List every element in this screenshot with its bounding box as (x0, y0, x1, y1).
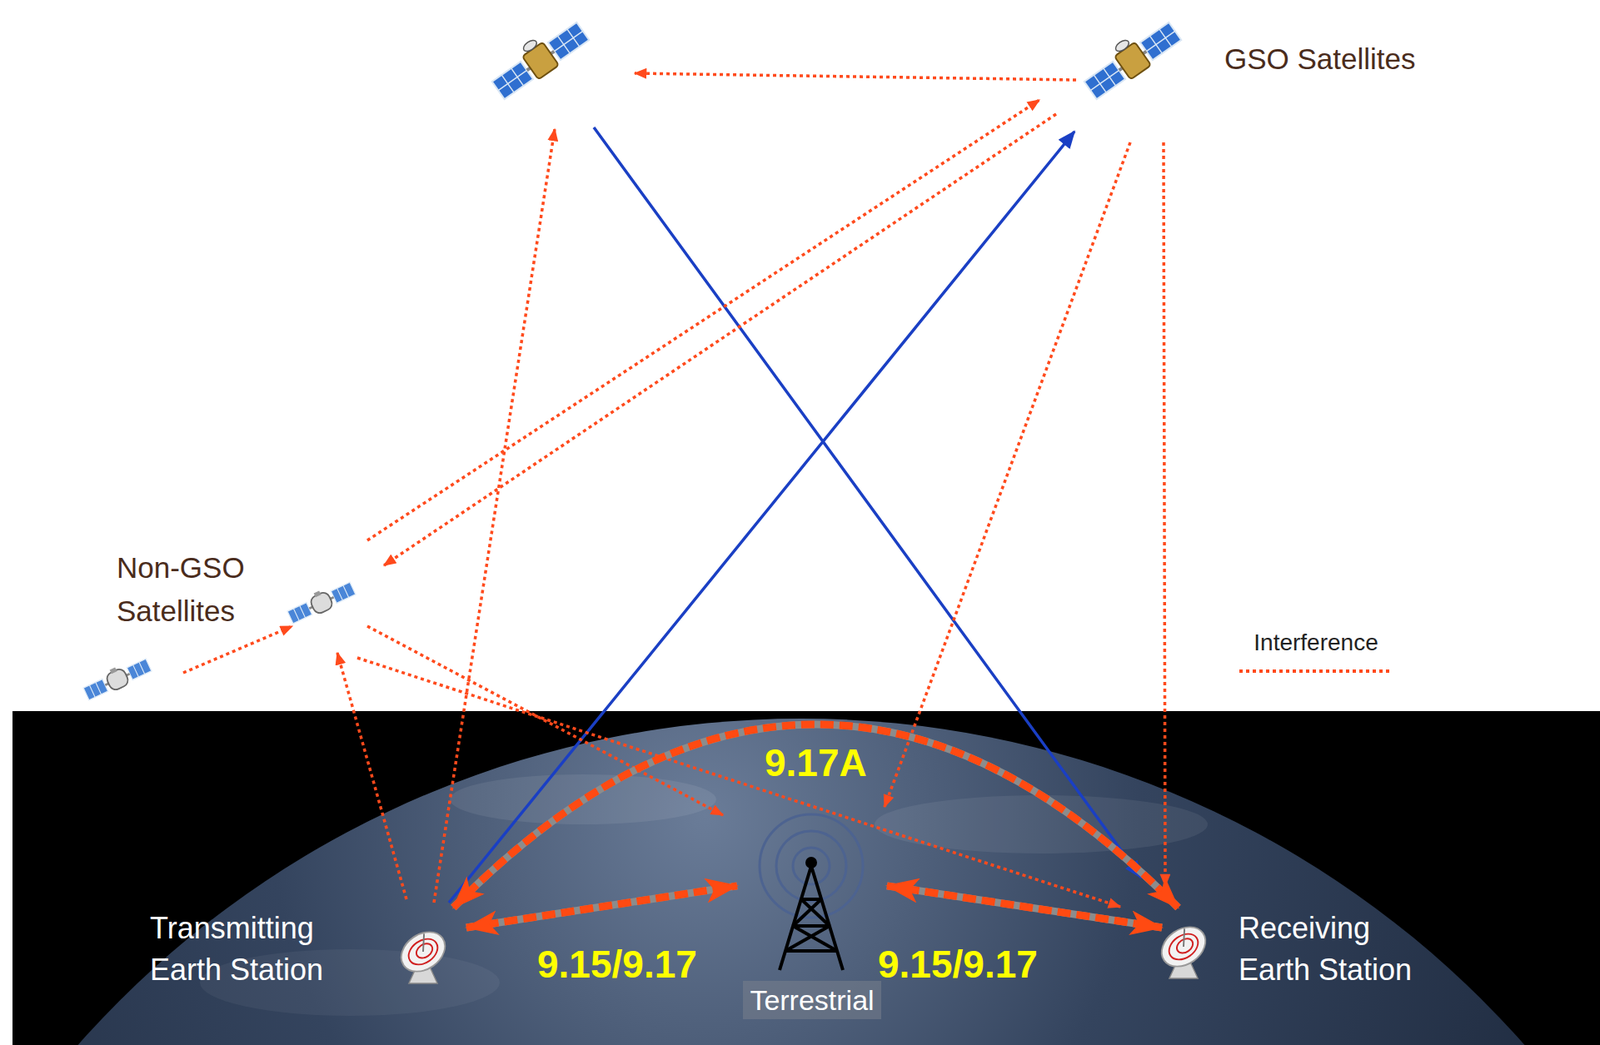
legend-sample (1239, 664, 1393, 678)
dish-antenna (1154, 919, 1214, 979)
node-label: Non-GSO Satellites (116, 546, 267, 634)
earth-station: Transmitting Earth Station (141, 907, 467, 1008)
node-label: GSO Satellites (1224, 37, 1416, 81)
interference-arrow (453, 724, 1178, 908)
edge-label: 9.15/9.17 (537, 945, 698, 984)
wanted-uplink (448, 131, 1075, 903)
gso-satellite (485, 12, 592, 102)
legend-text: Interference (1239, 629, 1393, 657)
arrow-line (887, 886, 1162, 928)
arrow-underlay (466, 886, 738, 928)
radio-waves (759, 814, 863, 918)
legend-line (1239, 669, 1393, 673)
interference-line (433, 129, 555, 903)
interference-line (383, 114, 1057, 566)
node-label: Receiving Earth Station (1238, 907, 1439, 992)
interference-line (634, 73, 1077, 80)
interference-arrow (466, 886, 738, 928)
node-label: Terrestrial (742, 981, 881, 1020)
interference-line (1163, 142, 1166, 887)
arrow-underlay (453, 724, 1178, 908)
non-gso-satellite (80, 653, 153, 703)
interference-line (367, 626, 723, 816)
arrow-underlay (887, 886, 1162, 928)
earth-station: Receiving Earth Station (1161, 907, 1487, 1008)
arrow-line (466, 886, 738, 928)
non-gso-satellite (284, 577, 357, 626)
legend-item: Interference (1239, 629, 1393, 678)
node-label: Transmitting Earth Station (149, 907, 350, 992)
earth-globe (12, 718, 1600, 1045)
dish-antenna (393, 924, 454, 984)
satellite-group: Non-GSO Satellites (116, 546, 267, 634)
interference-line (367, 99, 1040, 541)
arrow-line (453, 724, 1178, 908)
satellite-group: GSO Satellites (1224, 37, 1416, 81)
edge-label: 9.17A (764, 743, 868, 783)
interference-line (337, 652, 407, 900)
terrestrial-station: Terrestrial (737, 820, 888, 1020)
interference-line (884, 142, 1131, 808)
interference-line (357, 657, 1121, 908)
interference-arrow (887, 886, 1162, 928)
edge-label: 9.15/9.17 (877, 945, 1038, 984)
interference-line (183, 626, 293, 673)
gso-satellite (1077, 12, 1184, 102)
tower-symbol (779, 858, 843, 971)
cloud (874, 795, 1208, 854)
